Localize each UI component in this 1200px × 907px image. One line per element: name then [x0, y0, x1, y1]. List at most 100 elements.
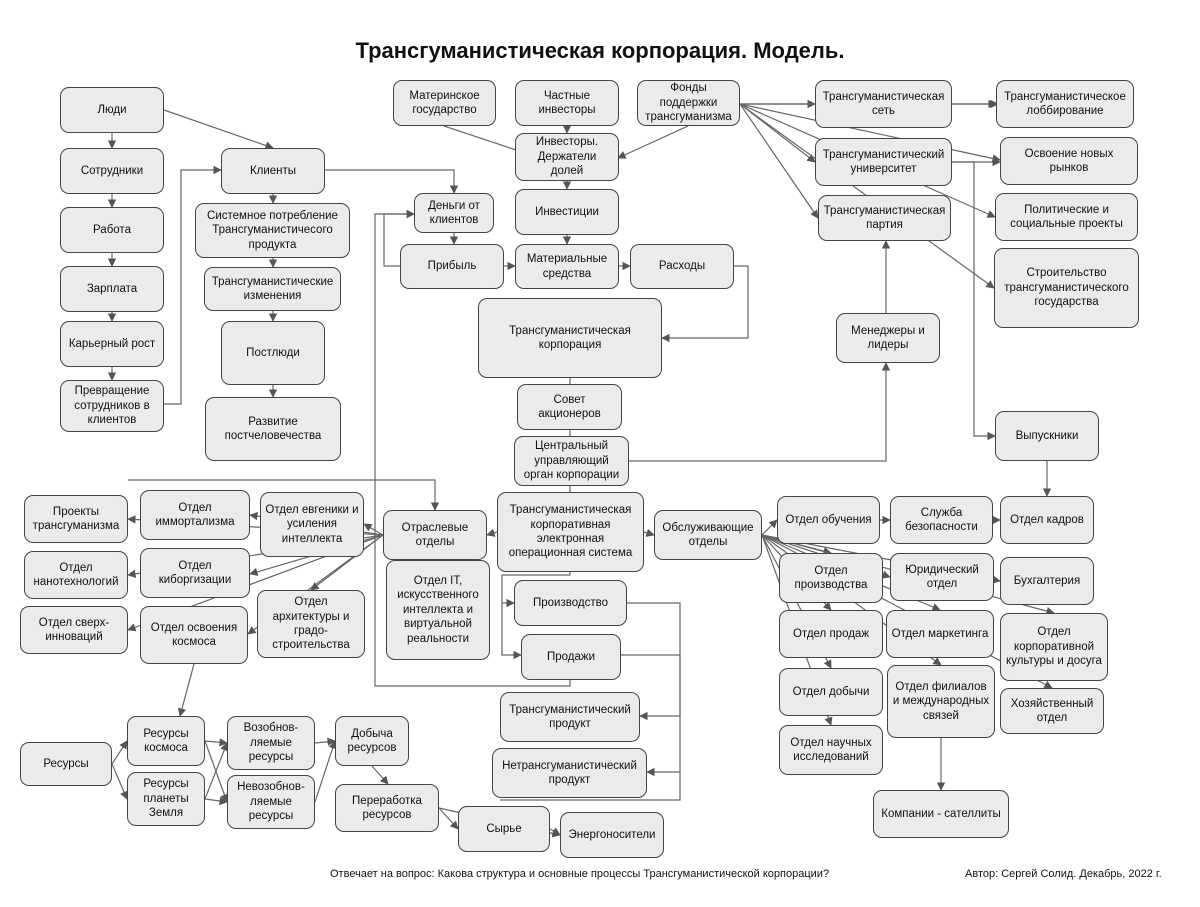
node-work: Работа: [60, 207, 164, 253]
node-renewable: Возобнов-ляемые ресурсы: [227, 716, 315, 770]
connector-20: [661, 265, 749, 343]
connector-70: [111, 740, 128, 765]
node-immortalism: Отдел иммортализма: [140, 490, 250, 540]
node-th-state: Строительство трансгуманистического госу…: [994, 248, 1139, 328]
node-managers: Менеджеры и лидеры: [836, 313, 940, 363]
node-space-dept: Отдел освоения космоса: [140, 606, 248, 664]
node-hr: Отдел кадров: [1000, 496, 1094, 544]
node-energy: Энергоносители: [560, 812, 664, 858]
connector-51: [128, 479, 440, 511]
connector-36: [952, 161, 996, 441]
node-satellites: Компании - сателлиты: [873, 790, 1009, 838]
node-clients: Клиенты: [221, 148, 325, 194]
connector-68: [500, 772, 681, 801]
node-sales: Продажи: [521, 634, 621, 680]
node-profit: Прибыль: [400, 244, 504, 289]
node-resources: Ресурсы: [20, 742, 112, 786]
node-nonrenewable: Невозобнов-ляемые ресурсы: [227, 775, 315, 829]
node-th-changes: Трансгуманистические изменения: [204, 267, 341, 311]
node-marketing: Отдел маркетинга: [886, 610, 994, 658]
node-research: Отдел научных исследований: [779, 725, 883, 775]
node-people: Люди: [60, 87, 164, 133]
connector-11: [325, 169, 459, 194]
node-extraction: Добыча ресурсов: [335, 716, 409, 766]
node-it-dept: Отдел IT, искусственного интеллекта и ви…: [386, 560, 490, 660]
node-production: Производство: [514, 580, 627, 626]
node-th-network: Трансгуманистическая сеть: [815, 80, 952, 128]
connector-25: [629, 362, 891, 462]
node-cyborg: Отдел киборгизации: [140, 548, 250, 598]
node-private-investors: Частные инвесторы: [515, 80, 619, 126]
node-training: Отдел обучения: [777, 496, 880, 544]
connector-42: [374, 209, 571, 687]
connector-31: [739, 103, 1001, 163]
node-new-markets: Освоение новых рынков: [1000, 137, 1138, 185]
node-architecture: Отдел архитектуры и градо-строительства: [257, 590, 365, 658]
node-legal: Юридический отдел: [890, 553, 994, 601]
connector-67: [621, 654, 681, 777]
node-sales-dept: Отдел продаж: [779, 610, 883, 658]
node-non-th-product: Нетрансгуманистический продукт: [492, 748, 647, 798]
connector-78: [371, 765, 389, 785]
node-corporation: Трансгуманистическая корпорация: [478, 298, 662, 378]
node-th-lobby: Трансгуманистическое лоббирование: [996, 80, 1134, 128]
connector-40: [501, 572, 571, 660]
node-th-product: Трансгуманистический продукт: [500, 692, 640, 742]
node-earth-res: Ресурсы планеты Земля: [127, 772, 205, 826]
node-eos: Трансгуманистическая корпоративная элект…: [497, 492, 644, 572]
node-salary: Зарплата: [60, 266, 164, 312]
connector-77: [314, 740, 337, 803]
footer-author: Автор: Сергей Солид. Декабрь, 2022 г.: [965, 868, 1162, 880]
connector-50: [310, 534, 384, 591]
connector-74: [204, 742, 229, 800]
node-sys-consumption: Системное потребление Трансгуманистичесо…: [195, 203, 350, 258]
node-mining: Отдел добычи: [779, 668, 883, 716]
node-accounting: Бухгалтерия: [1000, 557, 1094, 605]
connector-72: [204, 738, 228, 747]
node-raw: Сырье: [458, 806, 550, 852]
node-shareholders: Инвесторы. Держатели долей: [515, 133, 619, 181]
node-emp-to-clients: Превращение сотрудников в клиентов: [60, 380, 164, 432]
node-branches: Отдел филиалов и международных связей: [887, 665, 995, 738]
connector-39: [643, 528, 655, 537]
connector-52: [761, 519, 778, 536]
node-board: Совет акционеров: [517, 384, 622, 430]
node-projects: Проекты трансгуманизма: [24, 495, 128, 543]
node-posthumans: Постлюди: [221, 321, 325, 385]
node-client-money: Деньги от клиентов: [414, 193, 494, 233]
node-th-party: Трансгуманистическая партия: [818, 195, 951, 241]
diagram-title: Трансгуманистическая корпорация. Модель.: [355, 38, 845, 63]
connector-69: [177, 663, 195, 717]
node-processing: Переработка ресурсов: [335, 784, 439, 832]
node-household: Хозяйственный отдел: [1000, 688, 1104, 734]
node-material: Материальные средства: [515, 244, 619, 289]
node-super-innov: Отдел сверх-инноваций: [20, 606, 128, 654]
node-mother-state: Материнское государство: [393, 80, 496, 126]
node-posthumanity: Развитие постчеловечества: [205, 397, 341, 461]
node-th-university: Трансгуманистический университет: [815, 138, 952, 186]
node-prod-dept: Отдел производства: [779, 553, 883, 603]
connector-14: [617, 125, 689, 159]
node-nanotech: Отдел нанотехнологий: [24, 551, 128, 599]
connector-29: [739, 103, 819, 219]
node-career: Карьерный рост: [60, 321, 164, 367]
node-space-res: Ресурсы космоса: [127, 716, 205, 766]
node-security: Служба безопасности: [890, 496, 993, 544]
connector-38: [486, 528, 498, 537]
connector-76: [314, 737, 336, 746]
connector-71: [111, 763, 128, 800]
footer-question: Отвечает на вопрос: Какова структура и о…: [330, 868, 830, 880]
node-investments: Инвестиции: [515, 189, 619, 235]
node-branch-depts: Отраслевые отделы: [383, 510, 487, 560]
node-central: Центральный управляющий орган корпорации: [514, 436, 629, 486]
connector-79: [438, 807, 459, 830]
node-employees: Сотрудники: [60, 148, 164, 194]
node-service-depts: Обслуживающие отделы: [654, 510, 762, 560]
connector-75: [204, 796, 228, 806]
node-eugenics: Отдел евгеники и усиления интеллекта: [260, 492, 364, 557]
connector-81: [549, 827, 561, 836]
connector-5: [164, 165, 222, 405]
connector-6: [163, 109, 274, 150]
node-culture: Отдел корпоративной культуры и досуга: [1000, 613, 1108, 681]
